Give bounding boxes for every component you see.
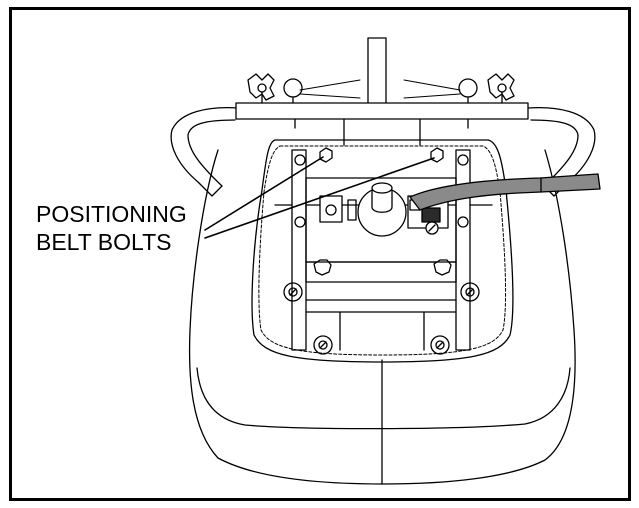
figure-frame	[9, 7, 631, 501]
callout-label-line2: BELT BOLTS	[36, 229, 172, 255]
hex-nut	[433, 259, 452, 276]
mount-boss	[313, 335, 333, 355]
wrench-icon	[409, 173, 601, 211]
callout-leader-left	[204, 156, 324, 231]
mount-boss	[283, 282, 303, 302]
callout-label: POSITIONING BELT BOLTS	[36, 200, 187, 256]
lever-bracket	[319, 195, 357, 223]
positioning-belt-bolt-right	[430, 147, 444, 163]
armrest-left	[170, 106, 239, 197]
knob-right	[487, 73, 515, 104]
hex-nut	[313, 259, 332, 276]
seat-cushion-outline	[188, 149, 576, 485]
seat-cushion-front-fold	[196, 367, 571, 430]
center-plate	[305, 177, 457, 263]
swivel-post	[357, 182, 407, 237]
rail-bolt	[457, 154, 469, 166]
rail-bolt	[294, 154, 306, 166]
back-post	[367, 37, 387, 109]
rail-bolt	[294, 216, 306, 228]
callout-leader-right	[204, 157, 435, 239]
knob-left	[247, 73, 275, 104]
positioning-belt-bolt-left	[319, 147, 333, 163]
mounting-crossbar	[235, 102, 529, 120]
callout-label-line1: POSITIONING	[36, 201, 187, 227]
mount-boss	[460, 282, 480, 302]
rail-bolt	[457, 216, 469, 228]
mount-boss	[430, 335, 450, 355]
